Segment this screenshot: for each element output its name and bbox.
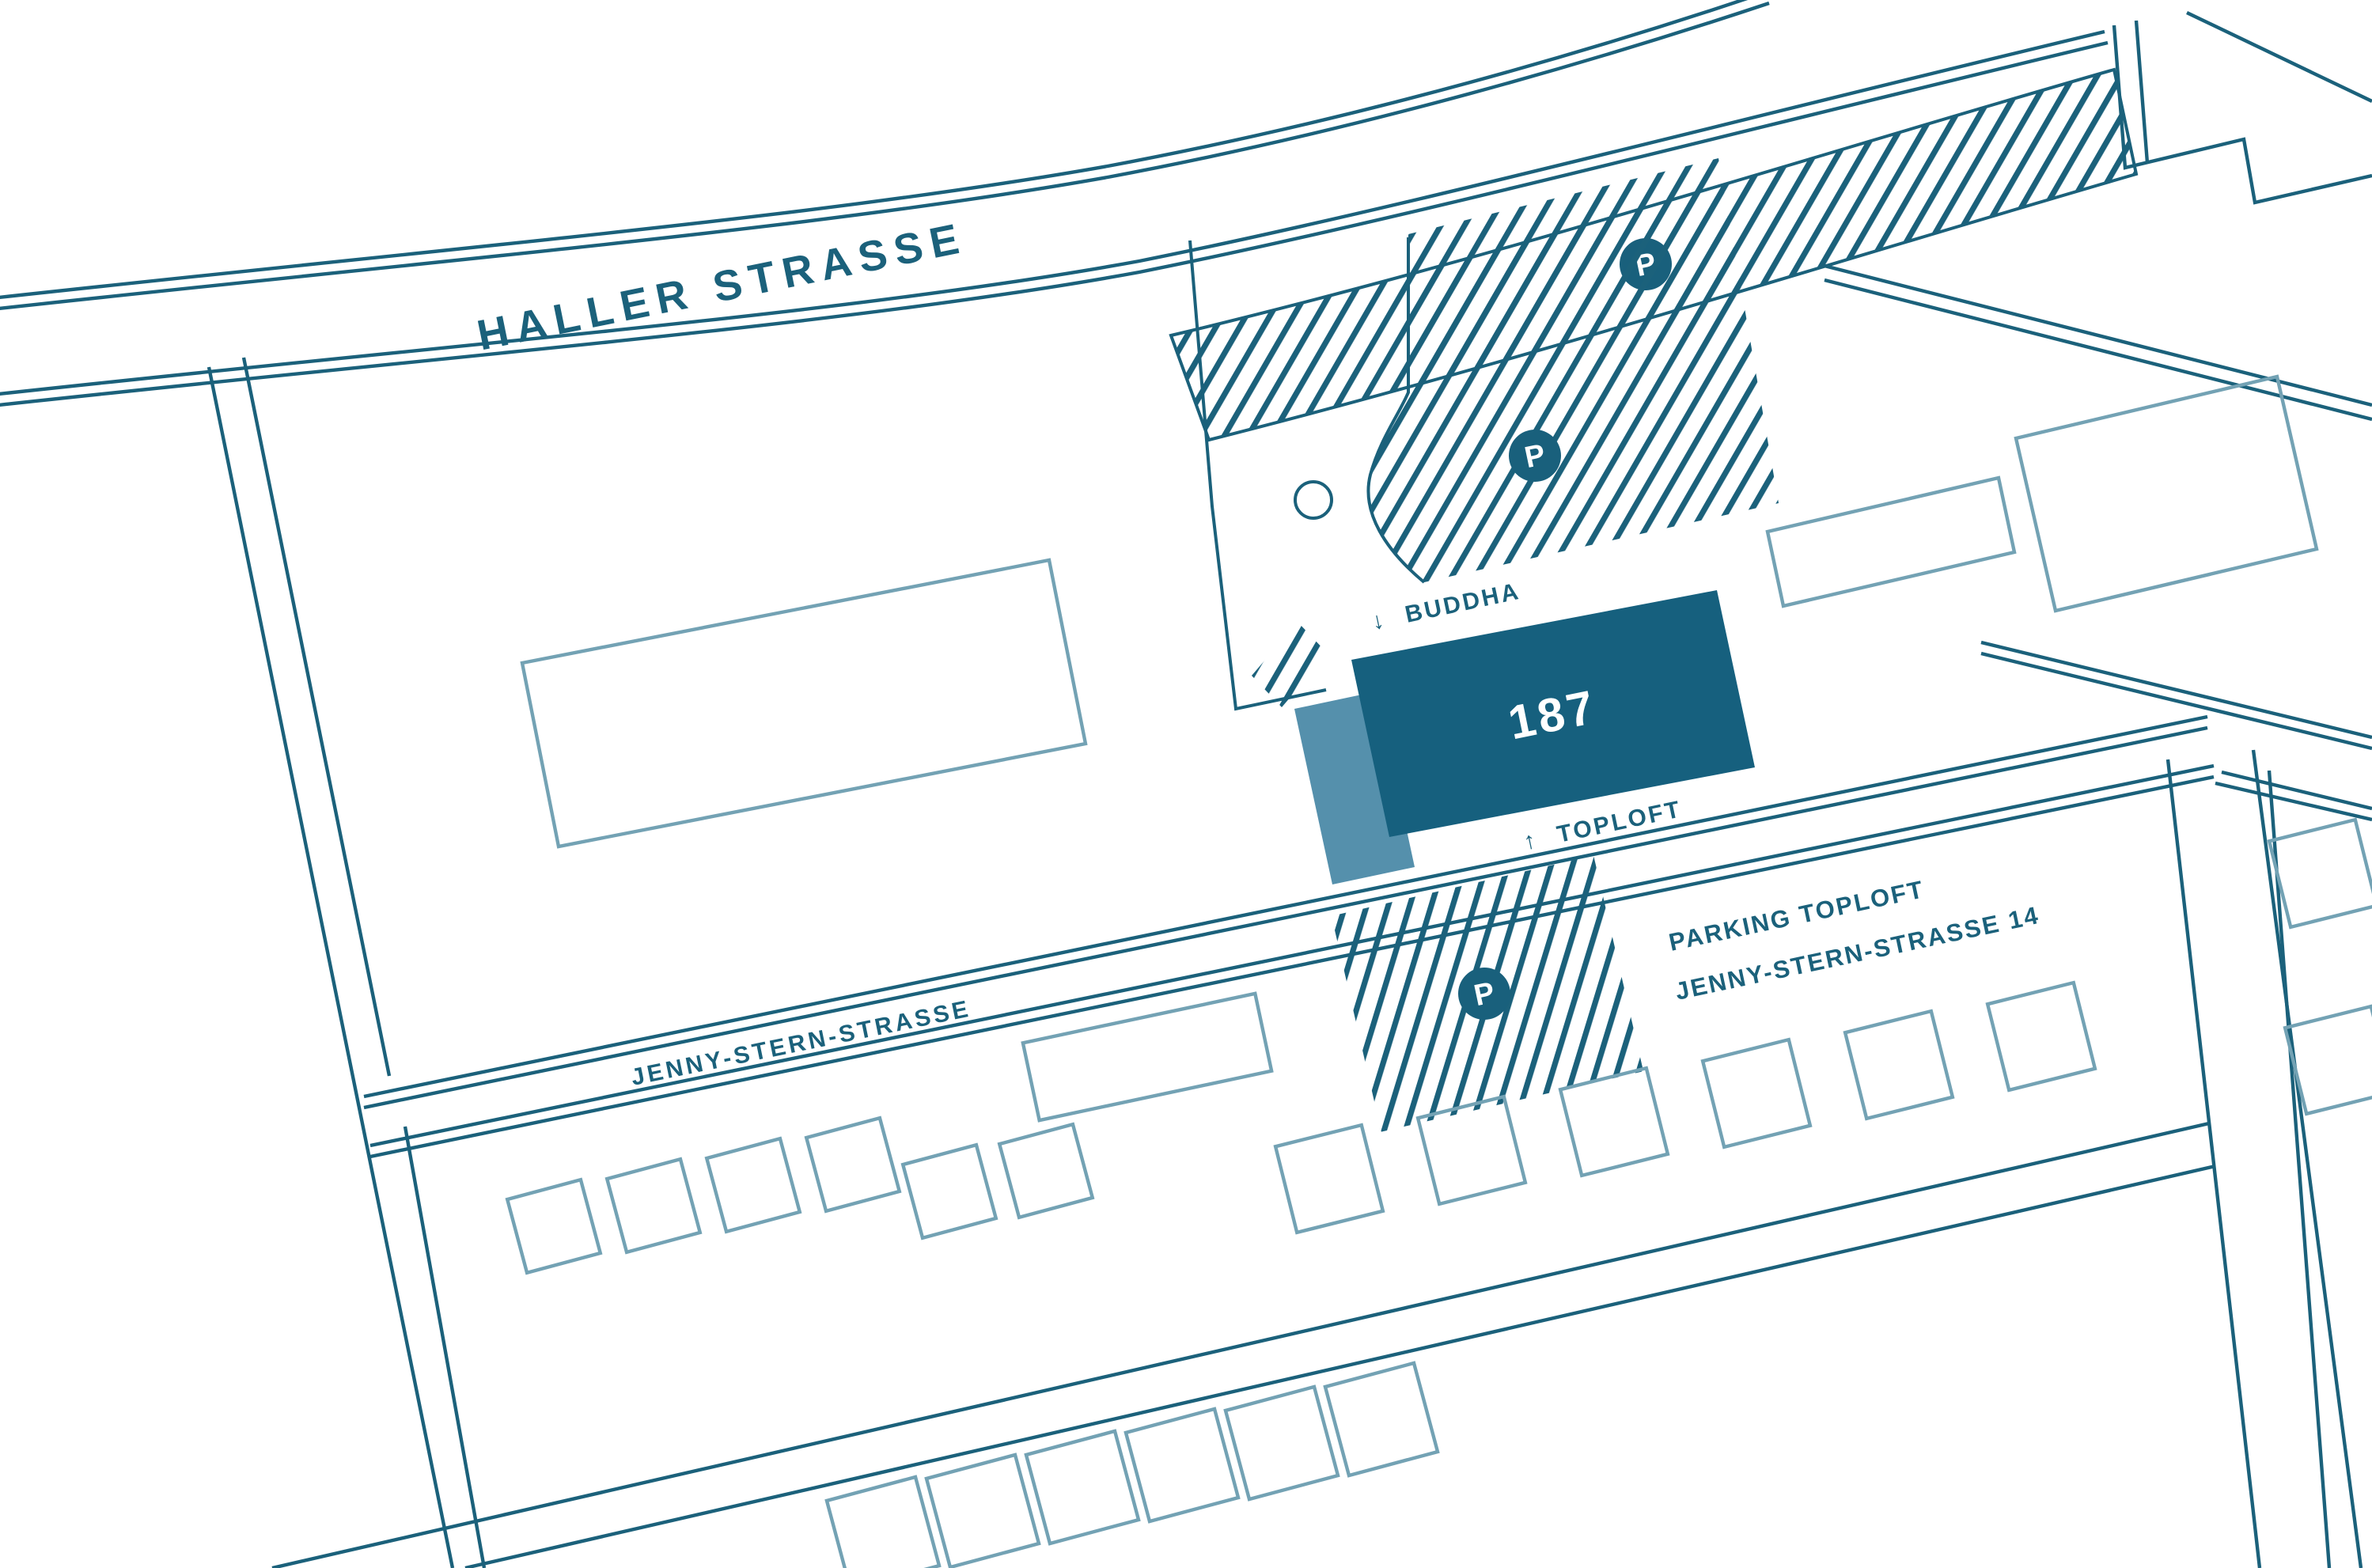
parking-badge-circle xyxy=(1458,968,1510,1020)
building-row-bottom-edge xyxy=(824,1361,1440,1568)
building-outline-east-1 xyxy=(1765,475,2017,608)
tree-circle xyxy=(1294,480,1333,520)
buddha-text: BUDDHA xyxy=(1403,578,1523,628)
street-west xyxy=(207,357,487,1568)
courtyard-parking-hatch xyxy=(1368,158,1779,582)
building-outline-east-2 xyxy=(2014,374,2319,613)
hatch-patch xyxy=(1252,622,1328,707)
garage-row-building xyxy=(1021,991,1274,1123)
parking-badge-courtyard[interactable]: P xyxy=(1504,425,1566,487)
street-south-east xyxy=(1980,640,2372,1568)
street-south xyxy=(271,1121,2216,1568)
buddha-arrow-icon: ↓ xyxy=(1370,607,1389,635)
building-outline-west xyxy=(520,558,1088,849)
street-haller xyxy=(0,0,2109,407)
label-buddha: ↓ BUDDHA xyxy=(1370,578,1523,635)
building-row-south-middle xyxy=(1273,980,2097,1235)
parking-badge-circle xyxy=(1509,430,1561,482)
parking-badge-south[interactable]: P xyxy=(1453,963,1515,1025)
toploft-arrow-icon: ↑ xyxy=(1521,827,1540,855)
street-jenny-stern xyxy=(363,714,2215,1159)
building-row-southeast xyxy=(2267,817,2372,1116)
building-187[interactable] xyxy=(1351,590,1755,837)
driveway-curve xyxy=(1366,237,1426,584)
building-row-southwest xyxy=(505,1115,1095,1275)
street-label-haller: HALLER STRASSE xyxy=(473,214,970,359)
plot-187 xyxy=(1188,158,1779,711)
